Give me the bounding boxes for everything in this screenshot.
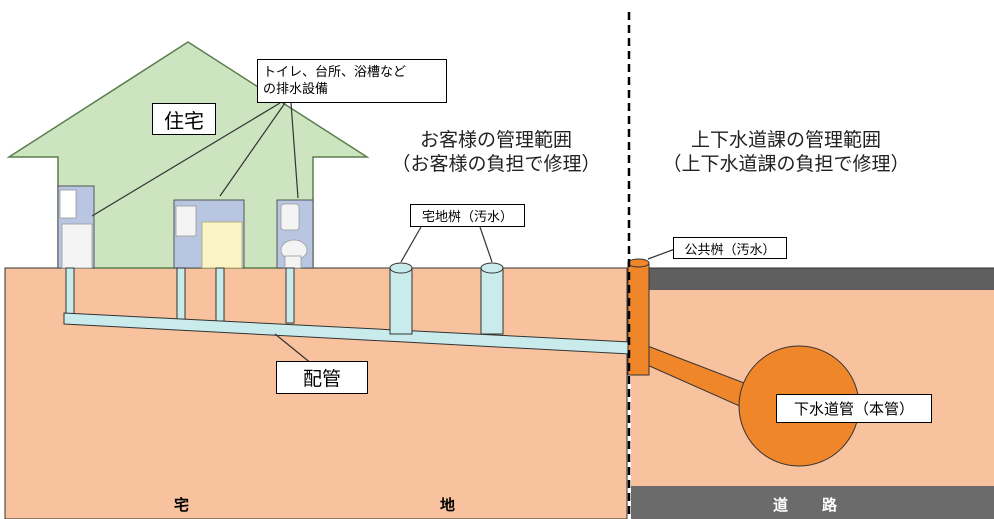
house-label: 住宅	[152, 103, 216, 135]
toilet-fixture-icon	[276, 199, 314, 269]
fixtures-callout: トイレ、台所、浴槽など の排水設備	[257, 59, 447, 103]
fixtures-callout-line2: の排水設備	[263, 82, 329, 97]
house-inlet-label-text: 宅地桝（汚水）	[421, 210, 513, 225]
pipe-label: 配管	[276, 361, 368, 394]
road-label-right: 路	[822, 496, 839, 514]
public-inlet-label-text: 公共桝（汚水）	[684, 242, 776, 258]
pipe-label-text: 配管	[302, 368, 341, 390]
sewer-main-label-text: 下水道管（本管）	[793, 400, 914, 418]
customer-area-subtitle: （お客様の負担で修理）	[391, 153, 601, 175]
house-label-text: 住宅	[164, 108, 204, 133]
road-label-left: 道	[773, 496, 790, 514]
public-area-title: 上下水道課の管理範囲	[690, 129, 881, 151]
road-band	[631, 486, 994, 519]
customer-area-caption: お客様の管理範囲 （お客様の負担で修理）	[368, 128, 624, 176]
house-inlet-label: 宅地桝（汚水）	[410, 204, 525, 227]
customer-area-title: お客様の管理範囲	[419, 129, 572, 151]
public-area-subtitle: （上下水道課の負担で修理）	[662, 153, 910, 175]
fixtures-callout-line1: トイレ、台所、浴槽など	[263, 65, 407, 80]
road-surface	[631, 268, 994, 290]
public-area-caption: 上下水道課の管理範囲 （上下水道課の負担で修理）	[636, 128, 936, 176]
washroom-fixture-icon	[57, 185, 95, 269]
public-inlet-label: 公共桝（汚水）	[673, 237, 787, 259]
sewer-main-label: 下水道管（本管）	[776, 394, 932, 423]
ground-label-private-right: 地	[440, 496, 457, 514]
public-inlet-shape	[627, 258, 650, 376]
ground-label-private-left: 宅	[174, 496, 191, 514]
kitchen-fixture-icon	[173, 199, 245, 269]
house-inlet-shapes	[389, 262, 504, 335]
